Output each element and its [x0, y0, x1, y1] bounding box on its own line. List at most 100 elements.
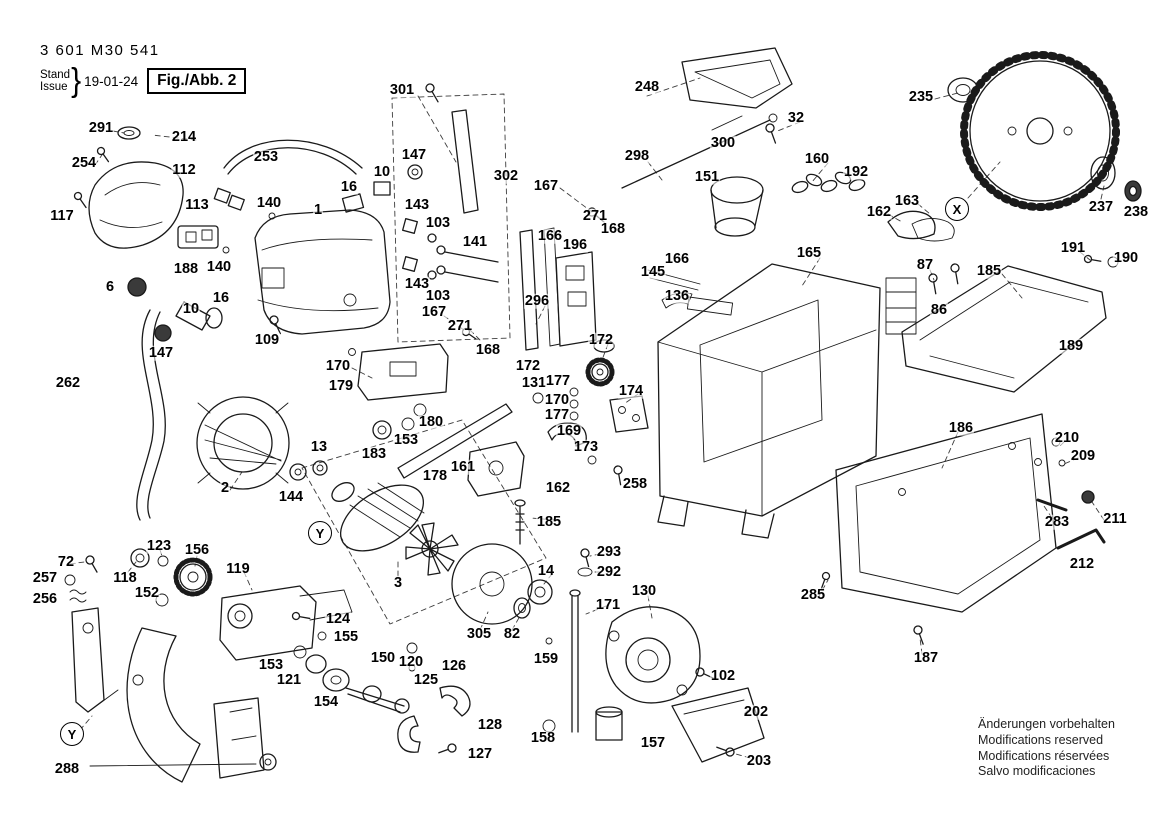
- support-bars-drawing: [451, 109, 734, 351]
- part-label-158: 158: [529, 729, 557, 746]
- gear-drawing: [130, 548, 213, 607]
- part-label-165: 165: [795, 244, 823, 261]
- part-label-203: 203: [745, 752, 773, 769]
- outer-flange-drawing: [1090, 156, 1116, 190]
- part-label-3: 3: [392, 574, 404, 591]
- dust-chute-drawing: [710, 176, 764, 237]
- part-label-127: 127: [466, 745, 494, 762]
- part-label-147: 147: [400, 146, 428, 163]
- part-label-157: 157: [639, 734, 667, 751]
- blade-guard-drawing: [89, 627, 277, 783]
- leader-lines: [69, 77, 1105, 759]
- part-label-112: 112: [171, 161, 197, 178]
- circled-marker-x: X: [945, 197, 969, 221]
- part-label-256: 256: [31, 590, 59, 607]
- main-housing-drawing: [657, 263, 917, 539]
- part-label-291: 291: [87, 119, 115, 136]
- part-label-118: 118: [112, 569, 138, 586]
- motor-housing-drawing: [254, 164, 423, 335]
- part-label-16: 16: [339, 178, 359, 195]
- part-label-196: 196: [561, 236, 589, 253]
- part-number: 3 601 M30 541: [40, 42, 160, 59]
- part-label-172: 172: [514, 357, 542, 374]
- part-label-1: 1: [312, 201, 324, 218]
- footer-note-de: Änderungen vorbehalten: [978, 717, 1115, 731]
- riving-lever-drawing: [64, 574, 144, 713]
- part-label-298: 298: [623, 147, 651, 164]
- stand-label: Stand: [40, 68, 71, 81]
- part-label-170: 170: [324, 357, 352, 374]
- part-label-238: 238: [1122, 203, 1150, 220]
- part-label-103: 103: [424, 287, 452, 304]
- blade-flange-drawing: [947, 77, 979, 103]
- part-label-169: 169: [555, 422, 583, 439]
- part-label-171: 171: [594, 596, 622, 613]
- pulley-rings-drawing: [289, 460, 328, 481]
- part-label-163: 163: [893, 192, 921, 209]
- part-label-102: 102: [709, 667, 737, 684]
- part-label-153: 153: [257, 656, 285, 673]
- motor-bracket-drawing: [467, 441, 525, 497]
- brush-parts-drawing: [127, 277, 223, 342]
- field-coil-drawing: [196, 396, 290, 490]
- part-label-151: 151: [693, 168, 721, 185]
- side-cover-drawing: [835, 413, 1057, 613]
- part-label-152: 152: [133, 584, 161, 601]
- part-label-155: 155: [332, 628, 360, 645]
- connector-drawing: [213, 187, 245, 211]
- saw-blade-drawing: [960, 51, 1120, 211]
- footer-notes: Änderungen vorbehalten Modifications res…: [978, 717, 1115, 780]
- part-label-177: 177: [543, 406, 571, 423]
- part-label-161: 161: [449, 458, 477, 475]
- part-label-10: 10: [181, 300, 201, 317]
- circled-marker-y: Y: [60, 722, 84, 746]
- part-label-189: 189: [1057, 337, 1085, 354]
- part-label-305: 305: [465, 625, 493, 642]
- part-label-87: 87: [915, 256, 935, 273]
- title-block: 3 601 M30 541 Stand Issue } 19-01-24 Fig…: [40, 42, 247, 99]
- rod-drawing: [621, 113, 778, 189]
- part-label-235: 235: [907, 88, 935, 105]
- part-label-156: 156: [183, 541, 211, 558]
- part-label-192: 192: [842, 163, 870, 180]
- bearing-14-drawing: [513, 567, 593, 645]
- part-label-285: 285: [799, 586, 827, 603]
- part-label-72: 72: [56, 553, 76, 570]
- blade-holder-drawing: [887, 210, 955, 242]
- part-label-123: 123: [145, 537, 173, 554]
- brace-glyph: }: [71, 62, 82, 99]
- part-label-248: 248: [633, 78, 661, 95]
- part-label-160: 160: [803, 150, 831, 167]
- part-label-262: 262: [54, 374, 82, 391]
- part-label-120: 120: [397, 653, 425, 670]
- part-label-172: 172: [587, 331, 615, 348]
- part-label-258: 258: [621, 475, 649, 492]
- part-label-183: 183: [360, 445, 388, 462]
- part-label-10: 10: [372, 163, 392, 180]
- part-label-253: 253: [252, 148, 280, 165]
- part-label-162: 162: [544, 479, 572, 496]
- depth-rod-drawing: [542, 589, 623, 741]
- part-label-271: 271: [446, 317, 474, 334]
- part-label-296: 296: [523, 292, 551, 309]
- part-label-210: 210: [1053, 429, 1081, 446]
- part-label-113: 113: [184, 196, 210, 213]
- part-label-121: 121: [275, 671, 303, 688]
- part-label-13: 13: [309, 438, 329, 455]
- part-label-117: 117: [49, 207, 75, 224]
- part-label-211: 211: [1102, 510, 1128, 527]
- part-label-177: 177: [544, 372, 572, 389]
- part-label-150: 150: [369, 649, 397, 666]
- stand-issue-label: Stand Issue: [40, 69, 70, 94]
- washer-ring-drawing: [117, 126, 141, 140]
- bail-wire-drawing: [223, 139, 363, 175]
- part-label-178: 178: [421, 467, 449, 484]
- part-label-288: 288: [53, 760, 81, 777]
- right-small-parts-drawing: [1036, 256, 1119, 550]
- part-label-147: 147: [147, 344, 175, 361]
- part-label-86: 86: [929, 301, 949, 318]
- part-label-187: 187: [912, 649, 940, 666]
- part-label-179: 179: [327, 377, 355, 394]
- fan-guard-drawing: [451, 543, 533, 625]
- footer-note-es: Salvo modificaciones: [978, 764, 1096, 779]
